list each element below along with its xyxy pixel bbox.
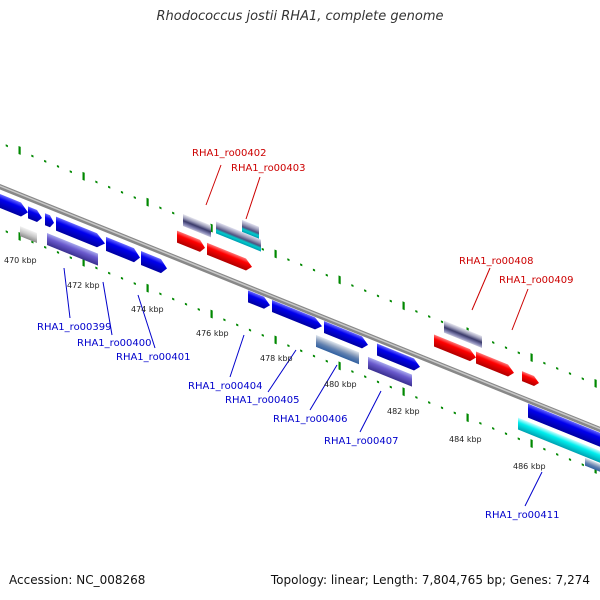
kbp-label: 480 kbp [324,380,357,389]
gene-block[interactable] [518,417,600,466]
gene-arrow[interactable] [106,236,140,265]
gene-block[interactable] [585,457,600,478]
kbp-label: 482 kbp [387,407,420,416]
kbp-label: 474 kbp [131,305,164,314]
gene-arrow[interactable] [377,343,420,372]
kbp-label: 484 kbp [449,435,482,444]
kbp-label: 476 kbp [196,329,229,338]
gene-label-ro00406[interactable]: RHA1_ro00406 [273,414,348,425]
rna-gene-arrow[interactable] [177,230,205,254]
map-title: Rhodococcus jostii RHA1, complete genome [156,9,444,24]
gene-block[interactable] [444,320,482,348]
kbp-label: 472 kbp [67,281,100,290]
gene-block[interactable] [216,221,261,252]
gene-label-ro00401[interactable]: RHA1_ro00401 [116,352,191,363]
gene-block[interactable] [47,233,98,266]
gene-label-ro00402[interactable]: RHA1_ro00402 [192,148,267,159]
rna-gene-arrow[interactable] [207,242,252,273]
rna-gene-arrow[interactable] [434,334,476,364]
rna-gene-arrow[interactable] [476,351,514,379]
genome-backbone-highlight [0,181,600,442]
gene-label-ro00405[interactable]: RHA1_ro00405 [225,395,300,406]
gene-label-ro00404[interactable]: RHA1_ro00404 [188,381,263,392]
gene-arrow[interactable] [528,403,600,450]
kbp-label: 486 kbp [513,462,546,471]
rna-gene-arrow[interactable] [522,371,539,388]
topology-text: Topology: linear; Length: 7,804,765 bp; … [270,573,590,587]
gene-label-ro00409[interactable]: RHA1_ro00409 [499,275,574,286]
gene-arrow[interactable] [272,300,322,332]
gene-arrow[interactable] [56,216,105,251]
gene-label-ro00411[interactable]: RHA1_ro00411 [485,510,560,521]
kbp-label: 470 kbp [4,256,37,265]
gene-block[interactable] [368,356,412,387]
kbp-label: 478 kbp [260,354,293,363]
kbp-labels: 470 kbp 472 kbp 474 kbp 476 kbp 478 kbp … [4,256,546,471]
gene-label-ro00403[interactable]: RHA1_ro00403 [231,163,306,174]
gene-label-ro00407[interactable]: RHA1_ro00407 [324,436,399,447]
leader-lines [63,164,543,507]
gene-arrow[interactable] [0,191,28,219]
gene-block[interactable] [183,214,211,238]
gene-arrow[interactable] [28,206,42,224]
gene-arrow[interactable] [324,321,368,351]
accession-text: Accession: NC_008268 [9,573,146,587]
gene-block[interactable] [20,226,37,243]
gene-label-ro00408[interactable]: RHA1_ro00408 [459,256,534,267]
gene-arrow[interactable] [248,290,270,311]
gene-label-ro00399[interactable]: RHA1_ro00399 [37,322,112,333]
gene-label-ro00400[interactable]: RHA1_ro00400 [77,338,152,349]
gene-block[interactable] [316,334,359,365]
gene-block[interactable] [242,219,259,239]
gene-arrow[interactable] [45,213,54,229]
gene-arrow[interactable] [141,251,167,276]
